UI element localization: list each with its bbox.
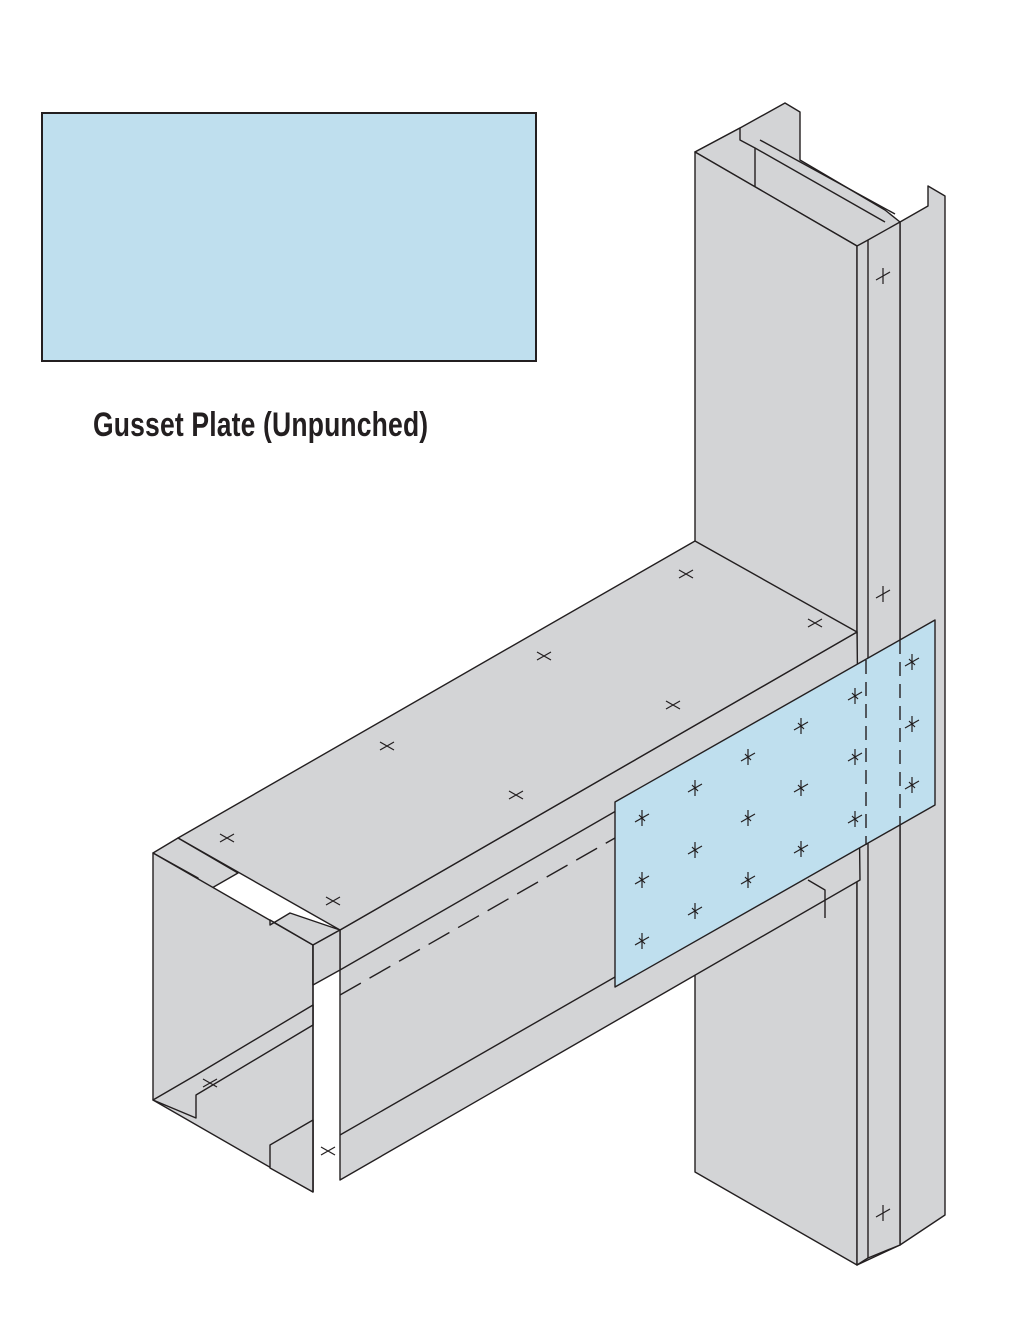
screw-x-mark <box>536 651 552 661</box>
plate-screw-mark <box>740 872 756 888</box>
plate-screw-mark <box>687 842 703 858</box>
plate-screw-mark <box>847 688 863 704</box>
plate-screw-mark <box>793 780 809 796</box>
screw-x-mark <box>202 1078 218 1088</box>
plate-screw-mark <box>847 749 863 765</box>
plate-screw-mark <box>687 780 703 796</box>
screw-x-mark <box>325 896 341 906</box>
plate-screw-mark <box>793 718 809 734</box>
screw-mark <box>875 268 891 284</box>
plate-screw-mark <box>740 810 756 826</box>
plate-screw-mark <box>740 749 756 765</box>
screw-x-mark <box>508 790 524 800</box>
plate-screw-mark <box>634 872 650 888</box>
plate-screw-mark <box>847 811 863 827</box>
plate-screw-mark <box>634 810 650 826</box>
unpunched-gusset-plate-swatch <box>41 112 537 362</box>
screw-x-mark <box>219 833 235 843</box>
gusset-plate <box>339 619 936 996</box>
screw-x-mark <box>678 569 694 579</box>
plate-screw-mark <box>904 654 920 670</box>
plate-screw-mark <box>634 933 650 949</box>
plate-screw-mark <box>904 777 920 793</box>
screw-x-mark <box>379 741 395 751</box>
screw-x-mark <box>665 700 681 710</box>
plate-screw-mark <box>793 841 809 857</box>
screw-x-mark <box>320 1146 336 1156</box>
screw-mark <box>875 586 891 602</box>
plate-screw-mark <box>687 903 703 919</box>
beam-track <box>152 540 861 1193</box>
gusset-plate-caption: Gusset Plate (Unpunched) <box>93 406 429 444</box>
plate-screw-mark <box>904 716 920 732</box>
screw-mark <box>875 1205 891 1221</box>
screw-x-mark <box>807 618 823 628</box>
